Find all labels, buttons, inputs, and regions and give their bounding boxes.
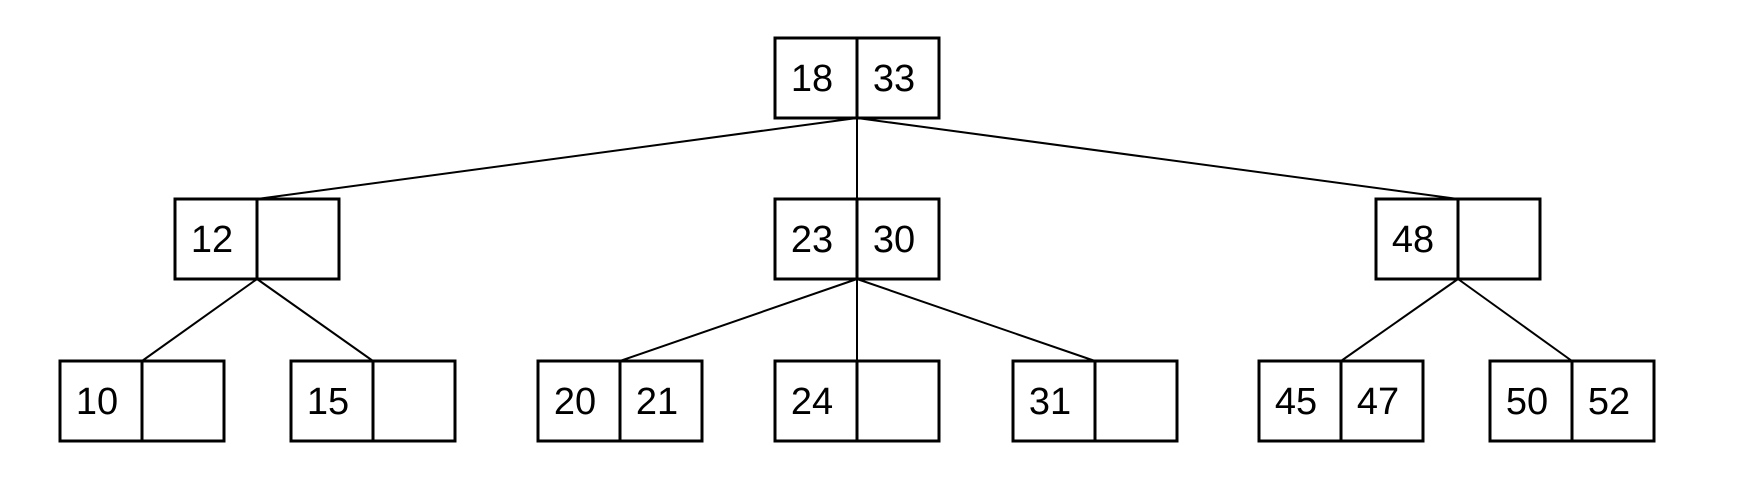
key-label: 10	[76, 381, 118, 423]
key-cell	[1093, 359, 1179, 443]
key-label: 21	[636, 381, 678, 423]
key-cell	[173, 197, 259, 281]
key-label: 15	[307, 381, 349, 423]
key-label: 23	[791, 219, 833, 261]
key-cell	[536, 359, 622, 443]
tree-node-left: 12	[173, 197, 341, 281]
edge-middle-to-leaf-20-21	[619, 278, 858, 362]
key-cell	[855, 197, 941, 281]
key-cell	[1488, 359, 1574, 443]
key-label: 24	[791, 381, 833, 423]
key-label: 12	[191, 219, 233, 261]
tree-node-leaf-15: 15	[289, 359, 457, 443]
key-cell	[140, 359, 226, 443]
key-label: 48	[1392, 219, 1434, 261]
edge-right-to-leaf-50-52	[1457, 278, 1573, 362]
key-label: 45	[1275, 381, 1317, 423]
edge-left-to-leaf-15	[256, 278, 374, 362]
tree-node-leaf-10: 10	[58, 359, 226, 443]
edge-middle-to-leaf-31	[856, 278, 1096, 362]
key-label: 52	[1588, 381, 1630, 423]
key-label: 33	[873, 58, 915, 100]
key-cell	[1570, 359, 1656, 443]
key-cell	[773, 197, 859, 281]
key-label: 20	[554, 381, 596, 423]
key-cell	[255, 197, 341, 281]
key-cell	[289, 359, 375, 443]
key-cell	[1456, 197, 1542, 281]
key-label: 47	[1357, 381, 1399, 423]
tree-node-right: 48	[1374, 197, 1542, 281]
key-cell	[371, 359, 457, 443]
tree-node-leaf-45-47: 45 47	[1257, 359, 1425, 443]
key-cell	[1374, 197, 1460, 281]
edge-right-to-leaf-45-47	[1340, 278, 1459, 362]
key-label: 30	[873, 219, 915, 261]
key-cell	[855, 36, 941, 120]
key-cell	[855, 359, 941, 443]
key-cell	[618, 359, 704, 443]
tree-edges	[141, 117, 1573, 362]
tree-node-middle: 23 30	[773, 197, 941, 281]
key-cell	[1339, 359, 1425, 443]
key-label: 18	[791, 58, 833, 100]
tree-node-leaf-31: 31	[1011, 359, 1179, 443]
tree-node-leaf-24: 24	[773, 359, 941, 443]
edge-left-to-leaf-10	[141, 278, 258, 362]
key-cell	[773, 359, 859, 443]
tree-node-leaf-50-52: 50 52	[1488, 359, 1656, 443]
key-label: 50	[1506, 381, 1548, 423]
edge-root-to-left	[256, 117, 858, 200]
edge-root-to-right	[856, 117, 1459, 200]
key-label: 31	[1029, 381, 1071, 423]
key-cell	[58, 359, 144, 443]
